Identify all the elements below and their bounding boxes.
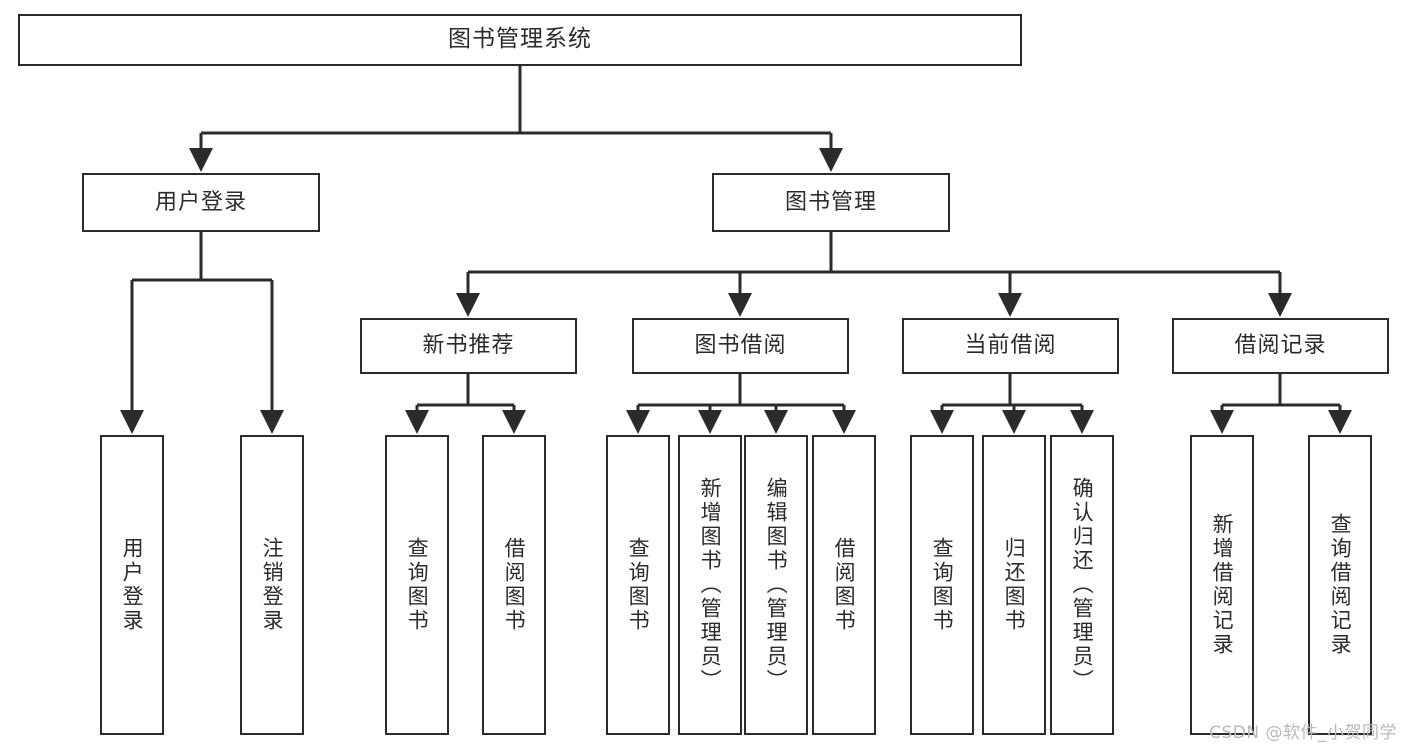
node-leaf-borrow-book-1-label: 借阅图书 (502, 537, 527, 633)
node-borrow-record[interactable]: 借阅记录 (1172, 318, 1389, 374)
node-leaf-edit-book-admin[interactable]: 编辑图书（管理员） (744, 435, 808, 735)
node-leaf-query-book-1-label: 查询图书 (405, 537, 430, 633)
node-leaf-return-book-label: 归还图书 (1002, 537, 1027, 633)
node-current-borrow[interactable]: 当前借阅 (902, 318, 1119, 374)
node-book-manage[interactable]: 图书管理 (712, 173, 950, 232)
node-leaf-return-book[interactable]: 归还图书 (982, 435, 1046, 735)
node-leaf-borrow-book-2-label: 借阅图书 (832, 537, 857, 633)
node-leaf-add-borrow-record-label: 新增借阅记录 (1210, 513, 1235, 657)
node-book-borrow-label: 图书借阅 (694, 333, 787, 359)
node-book-manage-label: 图书管理 (784, 189, 877, 215)
node-leaf-query-book-2[interactable]: 查询图书 (606, 435, 670, 735)
node-leaf-query-book-1[interactable]: 查询图书 (385, 435, 449, 735)
node-current-borrow-label: 当前借阅 (964, 333, 1057, 359)
node-leaf-user-login-label: 用户登录 (120, 537, 145, 633)
node-leaf-logout-login[interactable]: 注销登录 (240, 435, 304, 735)
node-leaf-query-book-3-label: 查询图书 (930, 537, 955, 633)
node-leaf-query-borrow-record[interactable]: 查询借阅记录 (1308, 435, 1372, 735)
node-root-system[interactable]: 图书管理系统 (18, 14, 1022, 66)
node-borrow-record-label: 借阅记录 (1234, 333, 1327, 359)
node-leaf-add-borrow-record[interactable]: 新增借阅记录 (1190, 435, 1254, 735)
node-leaf-borrow-book-1[interactable]: 借阅图书 (482, 435, 546, 735)
node-leaf-query-borrow-record-label: 查询借阅记录 (1328, 513, 1353, 657)
node-book-borrow[interactable]: 图书借阅 (632, 318, 849, 374)
node-leaf-query-book-2-label: 查询图书 (626, 537, 651, 633)
node-leaf-logout-login-label: 注销登录 (260, 537, 285, 633)
node-leaf-add-book-admin-label: 新增图书（管理员） (698, 477, 723, 693)
node-leaf-confirm-return-admin-label: 确认归还（管理员） (1070, 477, 1095, 693)
node-leaf-borrow-book-2[interactable]: 借阅图书 (812, 435, 876, 735)
node-root-system-label: 图书管理系统 (448, 26, 592, 53)
node-new-book-recommend-label: 新书推荐 (422, 333, 515, 359)
csdn-watermark: CSDN @软件_小贺同学 (1209, 723, 1397, 743)
node-leaf-add-book-admin[interactable]: 新增图书（管理员） (678, 435, 742, 735)
node-leaf-confirm-return-admin[interactable]: 确认归还（管理员） (1050, 435, 1114, 735)
node-user-login[interactable]: 用户登录 (82, 173, 320, 232)
node-leaf-edit-book-admin-label: 编辑图书（管理员） (764, 477, 789, 693)
node-new-book-recommend[interactable]: 新书推荐 (360, 318, 577, 374)
node-leaf-user-login[interactable]: 用户登录 (100, 435, 164, 735)
node-user-login-label: 用户登录 (154, 189, 247, 215)
node-leaf-query-book-3[interactable]: 查询图书 (910, 435, 974, 735)
